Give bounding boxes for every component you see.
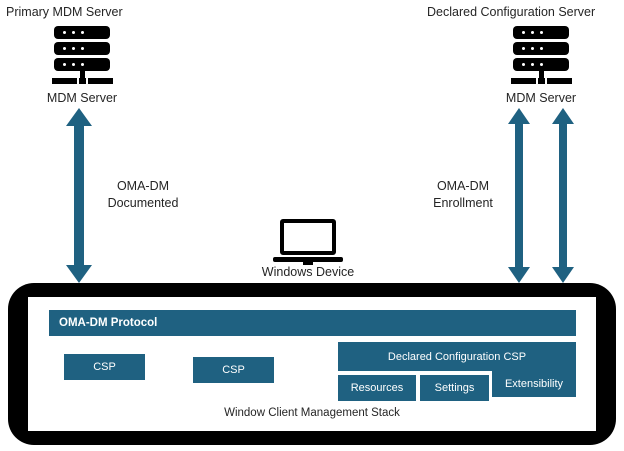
- server-tier: [513, 42, 569, 55]
- flow-label-right-line1: OMA-DM: [436, 179, 490, 193]
- laptop-screen: [280, 219, 336, 255]
- csp-box-2[interactable]: CSP: [193, 357, 274, 383]
- server-base: [79, 78, 86, 84]
- client-management-stack-inner: OMA-DM Protocol CSP CSP Declared Configu…: [28, 297, 596, 431]
- laptop-base: [273, 257, 343, 262]
- double-headed-arrow-icon-right-a: [507, 108, 531, 283]
- double-headed-arrow-icon-right-b: [551, 108, 575, 283]
- server-stem: [80, 71, 85, 78]
- primary-mdm-server-title: Primary MDM Server: [6, 5, 123, 19]
- declared-configuration-csp-box[interactable]: Declared Configuration CSP: [338, 342, 576, 371]
- server-tier: [513, 58, 569, 71]
- server-tier: [54, 58, 110, 71]
- laptop-icon: [273, 219, 343, 269]
- flow-label-right-line2: Enrollment: [433, 196, 493, 210]
- server-right-label: MDM Server: [505, 91, 577, 105]
- server-tier: [54, 26, 110, 39]
- extensibility-box[interactable]: Extensibility: [492, 371, 576, 397]
- server-left-label: MDM Server: [46, 91, 118, 105]
- windows-device-label: Windows Device: [261, 265, 355, 279]
- flow-label-left-line2: Documented: [107, 196, 179, 210]
- server-rack-icon-left: [46, 26, 118, 88]
- server-base: [52, 78, 77, 84]
- settings-box[interactable]: Settings: [420, 375, 489, 401]
- server-base: [511, 78, 536, 84]
- flow-label-left-line1: OMA-DM: [116, 179, 170, 193]
- declared-configuration-server-title: Declared Configuration Server: [427, 5, 596, 19]
- double-headed-arrow-icon-left: [65, 108, 93, 283]
- server-base: [88, 78, 113, 84]
- server-tier: [54, 42, 110, 55]
- server-base: [547, 78, 572, 84]
- client-management-stack-container: OMA-DM Protocol CSP CSP Declared Configu…: [8, 283, 616, 445]
- csp-box-1[interactable]: CSP: [64, 354, 145, 380]
- oma-dm-protocol-bar[interactable]: OMA-DM Protocol: [49, 310, 576, 336]
- server-tier: [513, 26, 569, 39]
- laptop-notch: [303, 262, 313, 265]
- resources-box[interactable]: Resources: [338, 375, 416, 401]
- server-stem: [539, 71, 544, 78]
- server-base: [538, 78, 545, 84]
- stack-caption: Window Client Management Stack: [224, 407, 400, 419]
- server-rack-icon-right: [505, 26, 577, 88]
